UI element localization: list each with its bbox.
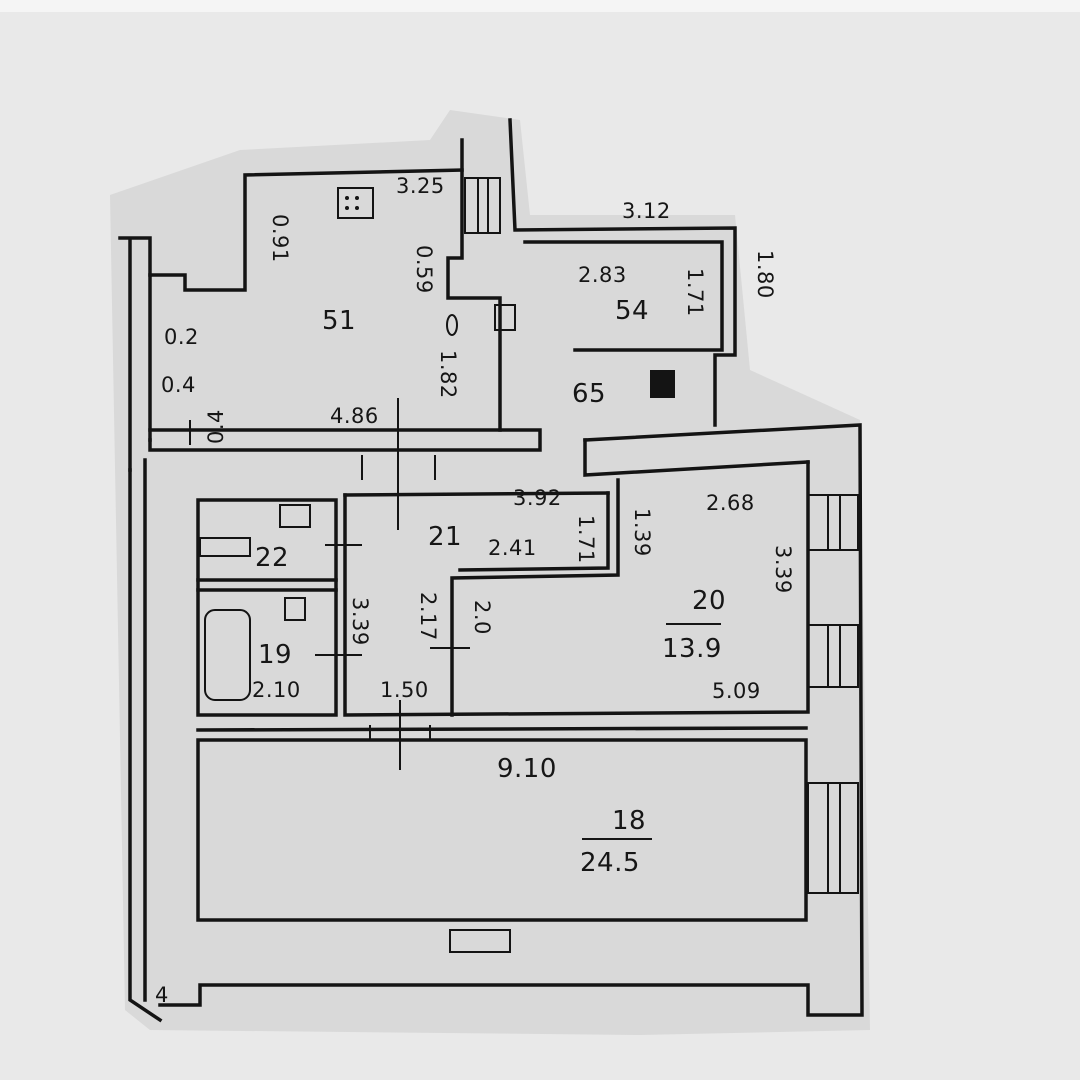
room-18-area: 24.5 bbox=[580, 848, 640, 878]
room-20-number: 20 bbox=[692, 586, 727, 616]
room-19-number: 19 bbox=[258, 640, 293, 670]
dim-1-71b: 1.71 bbox=[574, 515, 598, 564]
bathtub-icon bbox=[204, 609, 251, 701]
inner-walls bbox=[196, 460, 810, 922]
room-18-number: 18 bbox=[612, 806, 647, 836]
room-22-number: 22 bbox=[255, 543, 290, 573]
dim-3-92: 3.92 bbox=[513, 486, 562, 510]
toilet-icon bbox=[199, 537, 251, 557]
dim-corner: 4 bbox=[155, 983, 169, 1007]
dim-9-10: 9.10 bbox=[497, 754, 557, 784]
sink-icon bbox=[279, 504, 311, 528]
round-fixture-icon bbox=[446, 314, 458, 336]
dim-0-2: 0.2 bbox=[164, 325, 199, 349]
dim-0-4a: 0.4 bbox=[161, 373, 196, 397]
dim-2-83: 2.83 bbox=[578, 263, 627, 287]
dim-2-0: 2.0 bbox=[470, 600, 494, 635]
door-markers bbox=[189, 398, 470, 770]
dim-1-39: 1.39 bbox=[630, 508, 654, 557]
dim-4-86: 4.86 bbox=[330, 404, 379, 428]
dim-3-12: 3.12 bbox=[622, 199, 671, 223]
dim-0-91: 0.91 bbox=[268, 214, 292, 263]
room-54-number: 54 bbox=[615, 296, 650, 326]
dim-1-82: 1.82 bbox=[436, 350, 460, 399]
dim-1-80: 1.80 bbox=[753, 250, 777, 299]
dim-5-09: 5.09 bbox=[712, 679, 761, 703]
room-65-number: 65 bbox=[572, 379, 607, 409]
room-19-size: 2.10 bbox=[252, 678, 301, 702]
dim-0-59: 0.59 bbox=[412, 245, 436, 294]
dim-2-41: 2.41 bbox=[488, 536, 537, 560]
room-51-number: 51 bbox=[322, 306, 357, 336]
outer-walls bbox=[118, 118, 864, 1023]
top-margin bbox=[0, 0, 1080, 12]
dim-1-71a: 1.71 bbox=[683, 268, 707, 317]
dim-2-68: 2.68 bbox=[706, 491, 755, 515]
room-21-number: 21 bbox=[428, 522, 463, 552]
fixtures bbox=[199, 187, 675, 701]
sink-icon bbox=[284, 597, 306, 621]
dim-3-25: 3.25 bbox=[396, 174, 445, 198]
dim-1-50: 1.50 bbox=[380, 678, 429, 702]
windows bbox=[449, 177, 859, 953]
dim-0-4b: 0.4 bbox=[204, 409, 228, 444]
stove-icon bbox=[337, 187, 374, 219]
room-20-fraction-line bbox=[666, 623, 721, 625]
dim-3-39b: 3.39 bbox=[348, 597, 372, 646]
boiler-icon bbox=[650, 370, 675, 398]
dim-2-17: 2.17 bbox=[416, 592, 440, 641]
room-20-area: 13.9 bbox=[662, 634, 722, 664]
room-18-fraction-line bbox=[582, 838, 652, 840]
paper-shape bbox=[110, 110, 870, 1035]
dim-3-39a: 3.39 bbox=[771, 545, 795, 594]
